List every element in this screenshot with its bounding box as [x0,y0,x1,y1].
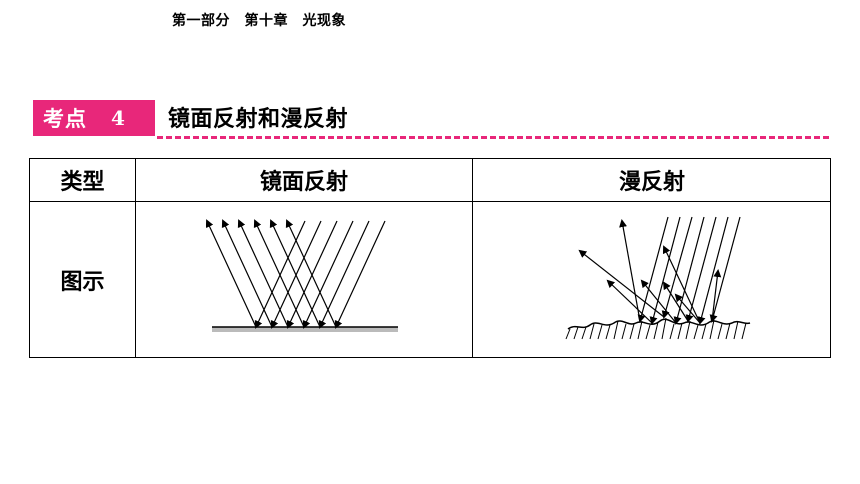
rough-surface-hatch [565,317,747,340]
diffuse-reflection-diagram [565,216,751,340]
header-type: 类型 [60,170,105,195]
table-row-divider [30,201,830,202]
rough-surface [567,318,751,330]
mirror-surface-hatch [212,327,398,332]
reflected-rays [578,219,722,324]
reflected-rays [206,219,337,328]
specular-reflection-diagram [206,219,398,332]
section-title: 镜面反射和漫反射 [168,107,349,132]
table-col-divider [472,159,473,357]
incident-rays [637,216,741,325]
incident-rays [254,220,386,329]
comparison-table: 类型 镜面反射 漫反射 图示 [29,158,831,358]
header-diffuse: 漫反射 [618,170,685,195]
badge-label: 考点 [43,107,87,131]
row-label-diagram: 图示 [60,270,105,295]
badge-number: 4 [111,106,125,130]
table-col-divider [135,159,136,357]
header-specular: 镜面反射 [259,170,348,195]
breadcrumb: 第一部分 第十章 光现象 [172,13,346,29]
section-badge: 考点 4 [33,100,155,136]
dashed-divider [157,136,829,139]
